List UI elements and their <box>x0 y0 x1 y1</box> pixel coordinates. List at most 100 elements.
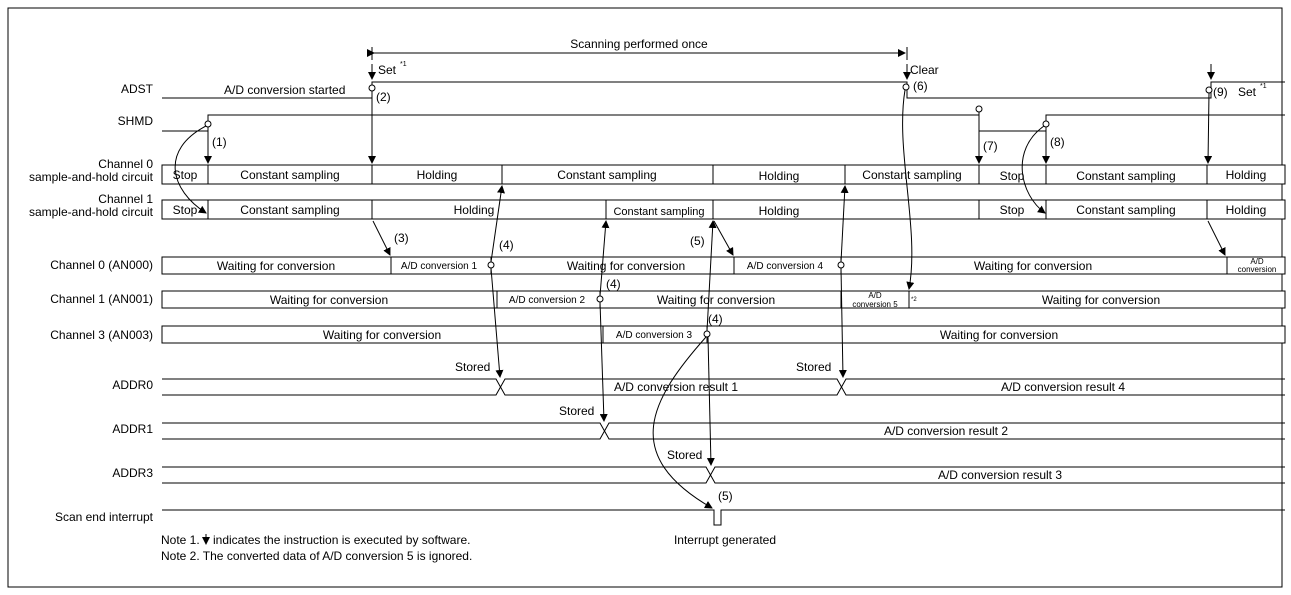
ch0-sh-label-1: Channel 0 <box>98 157 153 171</box>
addr0-stored-1: Stored <box>455 360 490 374</box>
ch0-an-label: Channel 0 (AN000) <box>50 258 153 272</box>
ch0-sh-row: Stop Constant sampling Holding Constant … <box>161 164 1286 185</box>
arrow-1-stop <box>174 125 207 214</box>
shmd-waveform <box>162 114 1285 132</box>
ch1-an-label: Channel 1 (AN001) <box>50 292 153 306</box>
ch1-wait-2: Waiting for conversion <box>657 293 775 307</box>
step-3: (3) <box>394 231 409 245</box>
ch1-holding-3: Holding <box>1226 203 1267 217</box>
ch0-wait-1: Waiting for conversion <box>217 259 335 273</box>
note-1-text: indicates the instruction is executed by… <box>213 533 470 547</box>
notes: Note 1. indicates the instruction is exe… <box>161 533 472 563</box>
ch0-conv4-end-dot <box>837 261 845 269</box>
adst-label: ADST <box>121 82 154 96</box>
addr1-label: ADDR1 <box>112 422 153 436</box>
ch1-sh-label-1: Channel 1 <box>98 192 153 206</box>
arrow-9-holding <box>1204 92 1213 164</box>
arrow-9-conv <box>1207 220 1226 256</box>
ch3-wait-1: Waiting for conversion <box>323 328 441 342</box>
arrow-8-sampling-ch1 <box>1021 125 1046 214</box>
adst-set2-label: Set <box>1238 85 1257 99</box>
step-8: (8) <box>1050 135 1065 149</box>
note-2: Note 2. The converted data of A/D conver… <box>161 549 472 563</box>
step-6: (6) <box>913 79 928 93</box>
ch1-holding-2: Holding <box>759 204 800 218</box>
addr3-result-3: A/D conversion result 3 <box>938 468 1062 482</box>
step-4c: (4) <box>708 312 723 326</box>
ch3-wait-2: Waiting for conversion <box>940 328 1058 342</box>
adst-row: Set *1 Clear A/D conversion started Set … <box>162 61 1285 99</box>
ch0-stop-1: Stop <box>173 168 198 182</box>
ch1-conv5-1: A/D <box>868 291 882 300</box>
adst-set-label: Set <box>378 63 397 77</box>
ch1-wait-1: Waiting for conversion <box>270 293 388 307</box>
adst-clear-label: Clear <box>910 63 939 77</box>
ch1-sampling-3: Constant sampling <box>1076 203 1175 217</box>
note-1-prefix: Note 1. <box>161 533 200 547</box>
addr3-row: Stored A/D conversion result 3 <box>162 448 1285 484</box>
adst-event-9 <box>1205 86 1213 94</box>
arrow-4-conv2-sample <box>599 220 610 297</box>
step-4b: (4) <box>606 277 621 291</box>
ch0-holding-1: Holding <box>417 168 458 182</box>
step-1: (1) <box>212 135 227 149</box>
ch0-an-row: Waiting for conversion A/D conversion 1 … <box>161 256 1286 275</box>
scan-end-label: Scan end interrupt <box>55 510 154 524</box>
ch1-conv2-end-dot <box>596 295 604 303</box>
ch0-sampling-2: Constant sampling <box>557 168 656 182</box>
adst-event-2 <box>368 84 376 92</box>
ch1-stop-2: Stop <box>1000 203 1025 217</box>
ch0-sh-label-2: sample-and-hold circuit <box>29 170 154 184</box>
addr1-row: Stored A/D conversion result 2 <box>162 404 1285 440</box>
step-numbers: (1) (2) (3) (4) (4) (4) (5) (5) (6) (7) … <box>212 79 1228 503</box>
ch0-wait-2: Waiting for conversion <box>567 259 685 273</box>
interrupt-generated: Interrupt generated <box>674 533 776 547</box>
step-9: (9) <box>1213 85 1228 99</box>
causal-arrows <box>174 89 1226 509</box>
ch1-conv-2: A/D conversion 2 <box>509 295 586 306</box>
addr0-label: ADDR0 <box>112 378 153 392</box>
ch1-an-row: Waiting for conversion A/D conversion 2 … <box>161 290 1286 309</box>
arrow-5-conv4 <box>713 220 734 256</box>
ch0-conv-end-2: conversion <box>1238 265 1277 274</box>
step-5a: (5) <box>690 234 705 248</box>
ch0-stop-2: Stop <box>1000 169 1025 183</box>
arrow-4-conv4-sample <box>840 185 849 263</box>
ch1-stop-1: Stop <box>173 203 198 217</box>
ch0-sampling-4: Constant sampling <box>1076 169 1175 183</box>
ch0-sampling-1: Constant sampling <box>240 168 339 182</box>
ch1-conv5-2: conversion 5 <box>852 300 898 309</box>
ch1-wait-3: Waiting for conversion <box>1042 293 1160 307</box>
addr1-stored: Stored <box>559 404 594 418</box>
arrow-4-conv1-store <box>490 267 504 378</box>
addr3-stored: Stored <box>667 448 702 462</box>
ch0-conv-end-1: A/D <box>1250 257 1264 266</box>
adst-set-note: *1 <box>400 61 407 68</box>
arrow-6-clear <box>902 89 915 290</box>
ch3-an-row: Waiting for conversion A/D conversion 3 … <box>161 325 1286 344</box>
adst-event-6 <box>902 83 910 91</box>
scan-end-row: Interrupt generated <box>162 509 1285 547</box>
ch3-an-label: Channel 3 (AN003) <box>50 328 153 342</box>
scan-span-label: Scanning performed once <box>570 37 708 51</box>
scan-end-waveform <box>162 509 1285 526</box>
ch0-conv-1: A/D conversion 1 <box>401 261 478 272</box>
ch0-wait-3: Waiting for conversion <box>974 259 1092 273</box>
arrow-5-conv3-store <box>706 336 715 466</box>
adst-set2-note: *1 <box>1260 83 1267 90</box>
addr0-result-1: A/D conversion result 1 <box>614 380 738 394</box>
ch0-conv-4: A/D conversion 4 <box>747 261 824 272</box>
arrow-4-conv2-store <box>599 301 608 422</box>
adst-started-label: A/D conversion started <box>224 83 345 97</box>
ch1-conv5-note: *2 <box>911 297 917 303</box>
ch3-conv-3: A/D conversion 3 <box>616 330 693 341</box>
step-4a: (4) <box>499 238 514 252</box>
scan-span: Scanning performed once <box>367 37 908 60</box>
step-5b: (5) <box>718 489 733 503</box>
step-7: (7) <box>983 139 998 153</box>
addr0-stored-2: Stored <box>796 360 831 374</box>
addr0-row: Stored A/D conversion result 1 Stored A/… <box>162 360 1285 396</box>
ch1-sh-label-2: sample-and-hold circuit <box>29 205 154 219</box>
ch1-holding-1: Holding <box>454 203 495 217</box>
